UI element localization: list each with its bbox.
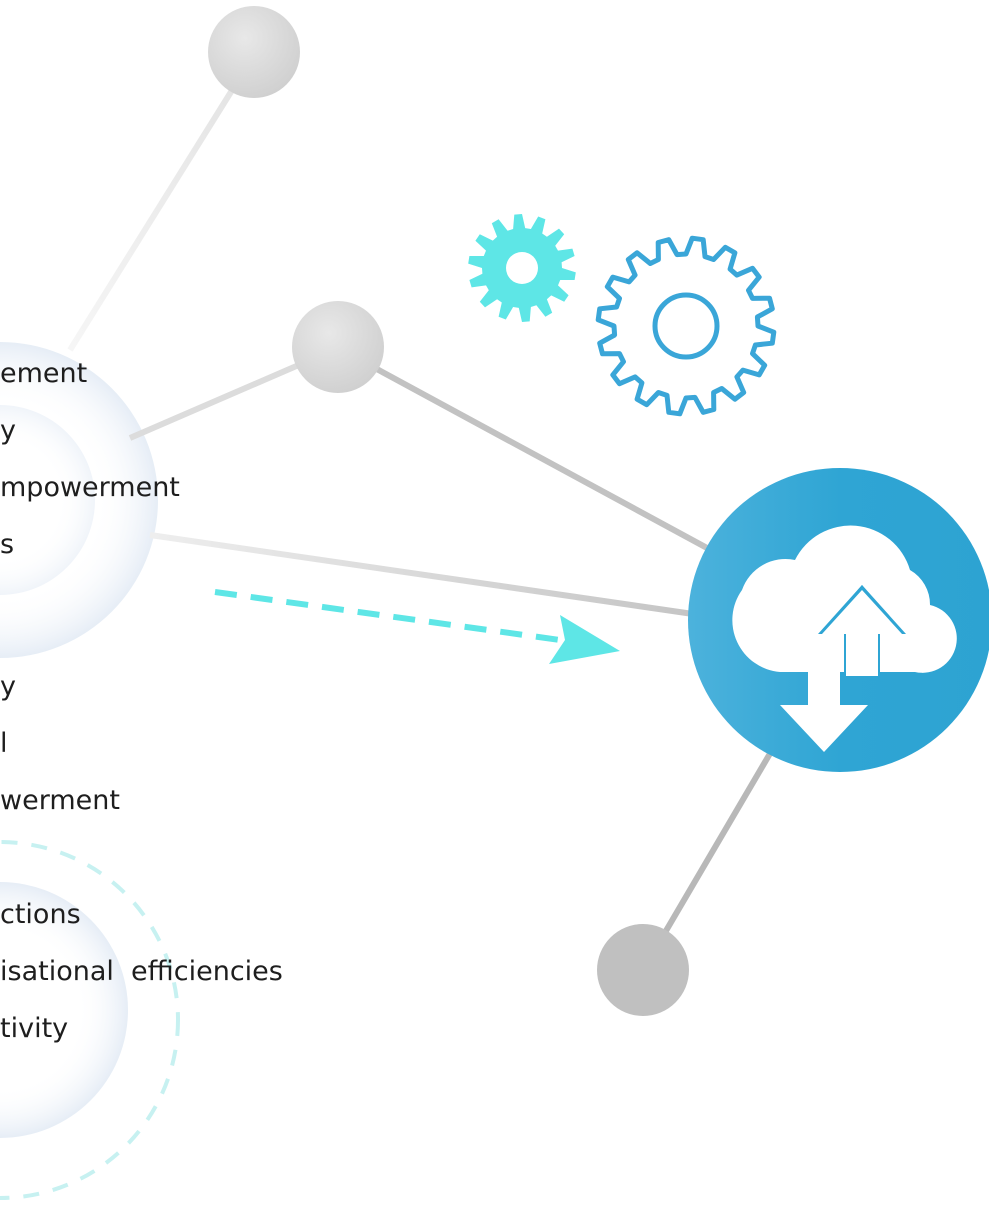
lower-dashed-ring	[0, 840, 180, 1200]
cloud-shape	[732, 525, 957, 673]
text-line: isational efficiencies	[0, 956, 283, 987]
line-top-node	[67, 53, 257, 352]
gear-icon	[468, 214, 576, 322]
cloud-upload-download-icon	[688, 468, 989, 772]
text-line: tivity	[0, 1013, 69, 1044]
background-decor	[0, 342, 180, 1200]
download-arrow	[780, 670, 868, 752]
text-line: l	[0, 728, 8, 759]
text-line: ctions	[0, 899, 81, 930]
upper-inner-ring	[0, 405, 95, 595]
dashed-arrow-icon	[214, 589, 620, 664]
connector-lines	[67, 53, 842, 972]
node-top	[208, 6, 300, 98]
line-left-to-cloud	[149, 532, 701, 618]
nodes	[208, 6, 689, 1016]
node-middle	[292, 301, 384, 393]
lower-ring	[0, 882, 128, 1138]
text-line: ement	[0, 358, 88, 389]
text-line: y	[0, 671, 16, 702]
upload-arrow-white	[822, 590, 902, 676]
node-bottom	[597, 924, 689, 1016]
text-line: y	[0, 415, 16, 446]
gear-icon	[595, 235, 777, 417]
text-line: werment	[0, 785, 120, 816]
text-line: s	[0, 529, 15, 560]
text-line: mpowerment	[0, 472, 180, 503]
